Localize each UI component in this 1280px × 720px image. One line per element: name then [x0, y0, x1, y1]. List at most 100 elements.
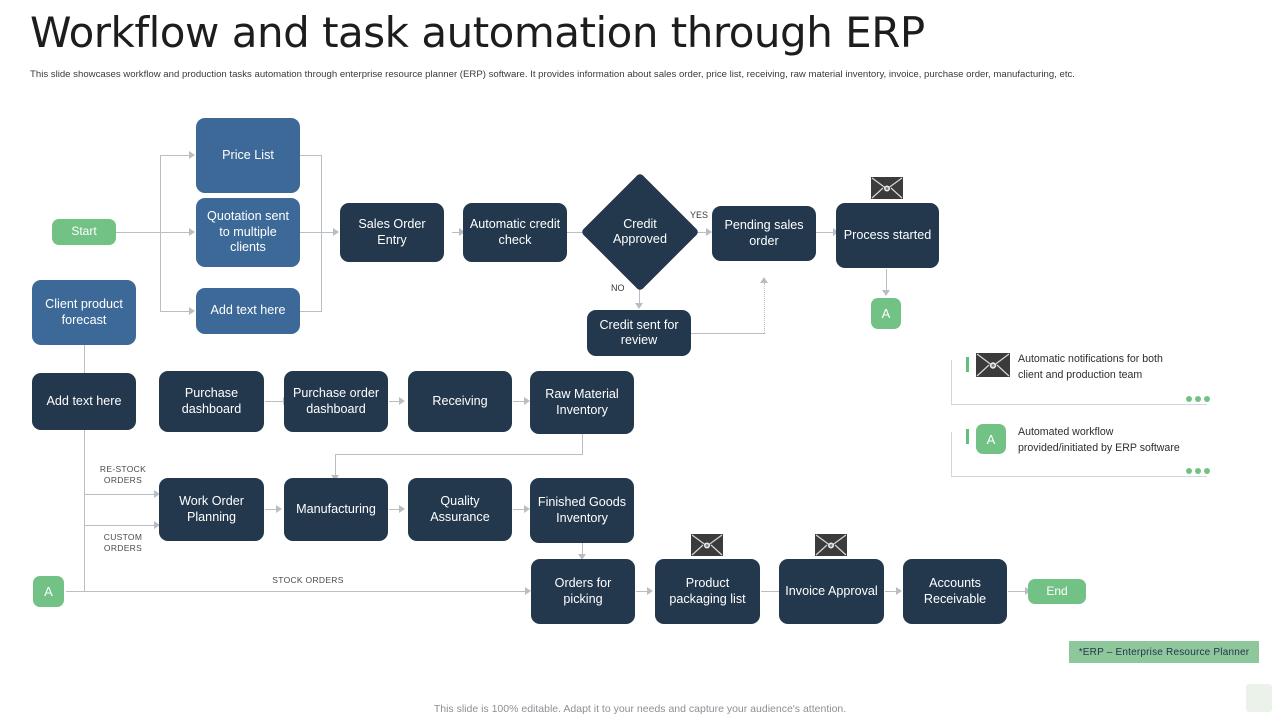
- node-end[interactable]: End: [1028, 579, 1086, 604]
- arrow-to-finished-goods-inventory: [524, 505, 530, 513]
- connector-process-to-a: [886, 269, 887, 291]
- arrow-restock-to-work-order-planning: [154, 490, 160, 498]
- node-raw-material-inventory[interactable]: Raw Material Inventory: [530, 371, 634, 434]
- connector-invoice-to-accounts: [885, 591, 899, 592]
- connector-sales-to-check: [452, 232, 462, 233]
- arrow-to-quality-assurance: [399, 505, 405, 513]
- node-quotation-sent-to-multiple-clients[interactable]: Quotation sent to multiple clients: [196, 198, 300, 267]
- edge-label-restock-orders: RE-STOCK ORDERS: [99, 464, 147, 485]
- arrow-to-price-list: [189, 151, 195, 159]
- edge-label-yes: YES: [690, 210, 709, 220]
- connector-left-rail: [160, 155, 161, 312]
- connector-review-right: [691, 333, 765, 334]
- diamond-label: Credit Approved: [613, 216, 667, 247]
- node-price-list[interactable]: Price List: [196, 118, 300, 193]
- connector-forecast-down: [84, 345, 85, 373]
- arrow-to-pending-sales-order: [706, 228, 712, 236]
- connector-po-to-receiving: [389, 401, 402, 402]
- arrow-wop-to-manufacturing: [276, 505, 282, 513]
- arrow-to-quotation: [189, 228, 195, 236]
- legend-text-2-line2: provided/initiated by ERP software: [1018, 442, 1180, 454]
- legend-tick-2: [966, 429, 969, 444]
- node-credit-sent-for-review[interactable]: Credit sent for review: [587, 310, 691, 356]
- connector-start-to-rail: [116, 232, 176, 233]
- connector-purchase-to-po: [265, 401, 285, 402]
- connector-qa-to-fgi: [513, 509, 528, 510]
- node-add-text-here-1[interactable]: Add text here: [196, 288, 300, 334]
- node-add-text-here-2[interactable]: Add text here: [32, 373, 136, 430]
- arrow-to-raw-material-inventory: [524, 397, 530, 405]
- arrow-custom-to-work-order-planning: [154, 521, 160, 529]
- envelope-icon-product-packaging-list: [691, 534, 723, 556]
- page-title: Workflow and task automation through ERP: [30, 8, 925, 57]
- arrow-to-sales-order-entry: [333, 228, 339, 236]
- legend-text-1-line2: client and production team: [1018, 369, 1143, 381]
- node-process-started[interactable]: Process started: [836, 203, 939, 268]
- edge-label-stock-orders: STOCK ORDERS: [272, 575, 344, 585]
- connector-orders-to-packaging: [636, 591, 650, 592]
- connector-packaging-to-invoice: [761, 591, 793, 592]
- arrow-to-add-text-1: [189, 307, 195, 315]
- connector-manufacturing-to-qa: [389, 509, 402, 510]
- node-connector-a-bottom[interactable]: A: [33, 576, 64, 607]
- node-product-packaging-list[interactable]: Product packaging list: [655, 559, 760, 624]
- corner-decoration: [1246, 684, 1272, 712]
- connector-raw-to-manufacturing: [335, 454, 336, 476]
- connector-rail-to-addtext: [160, 311, 190, 312]
- node-accounts-receivable[interactable]: Accounts Receivable: [903, 559, 1007, 624]
- a-badge-legend: A: [976, 424, 1006, 454]
- arrow-to-credit-sent-review: [635, 303, 643, 309]
- envelope-icon-process-started: [871, 177, 903, 199]
- node-invoice-approval[interactable]: Invoice Approval: [779, 559, 884, 624]
- connector-review-up-dotted: [764, 283, 765, 333]
- connector-rail-to-pricelist: [160, 155, 190, 156]
- arrow-review-to-pending: [760, 277, 768, 283]
- edge-label-custom-orders: CUSTOM ORDERS: [103, 532, 143, 553]
- page-subtitle: This slide showcases workflow and produc…: [30, 69, 1075, 80]
- connector-rail-to-quotation: [160, 232, 190, 233]
- arrow-to-automatic-credit-check: [459, 228, 465, 236]
- node-purchase-order-dashboard[interactable]: Purchase order dashboard: [284, 371, 388, 432]
- connector-raw-down: [582, 434, 583, 454]
- legend-frame-2: [951, 432, 1207, 477]
- node-automatic-credit-check[interactable]: Automatic credit check: [463, 203, 567, 262]
- connector-custom-to-wop: [84, 525, 156, 526]
- connector-raw-left: [335, 454, 583, 455]
- node-credit-approved[interactable]: Credit Approved: [580, 172, 700, 292]
- connector-fgi-to-orders: [582, 543, 583, 556]
- connector-no-down: [639, 277, 640, 304]
- connector-left-vertical-rail: [84, 430, 85, 592]
- node-purchase-dashboard[interactable]: Purchase dashboard: [159, 371, 264, 432]
- arrow-to-product-packaging-list: [647, 587, 653, 595]
- connector-restock-to-wop: [84, 494, 156, 495]
- envelope-icon-legend: [976, 353, 1010, 377]
- edge-label-no: NO: [611, 283, 625, 293]
- connector-wop-to-manufacturing: [265, 509, 279, 510]
- envelope-icon-invoice-approval: [815, 534, 847, 556]
- connector-check-to-diamond: [567, 232, 592, 233]
- footer-text: This slide is 100% editable. Adapt it to…: [433, 703, 847, 715]
- node-finished-goods-inventory[interactable]: Finished Goods Inventory: [530, 478, 634, 543]
- legend-dots-1: [1186, 396, 1210, 402]
- arrow-to-receiving: [399, 397, 405, 405]
- node-orders-for-picking[interactable]: Orders for picking: [531, 559, 635, 624]
- arrow-to-orders-for-picking: [578, 554, 586, 560]
- node-manufacturing[interactable]: Manufacturing: [284, 478, 388, 541]
- node-pending-sales-order[interactable]: Pending sales order: [712, 206, 816, 261]
- legend-dots-2: [1186, 468, 1210, 474]
- arrow-to-connector-a-top: [882, 290, 890, 296]
- footnote-badge: *ERP – Enterprise Resource Planner: [1069, 641, 1259, 663]
- node-connector-a-top[interactable]: A: [871, 298, 901, 329]
- node-client-product-forecast[interactable]: Client product forecast: [32, 280, 136, 345]
- node-sales-order-entry[interactable]: Sales Order Entry: [340, 203, 444, 262]
- connector-accounts-to-end: [1008, 591, 1028, 592]
- node-receiving[interactable]: Receiving: [408, 371, 512, 432]
- connector-right-rail: [321, 155, 322, 312]
- node-work-order-planning[interactable]: Work Order Planning: [159, 478, 264, 541]
- legend-tick-1: [966, 357, 969, 372]
- connector-pricelist-out: [300, 155, 322, 156]
- connector-addtext-out: [300, 311, 322, 312]
- node-quality-assurance[interactable]: Quality Assurance: [408, 478, 512, 541]
- node-start[interactable]: Start: [52, 219, 116, 245]
